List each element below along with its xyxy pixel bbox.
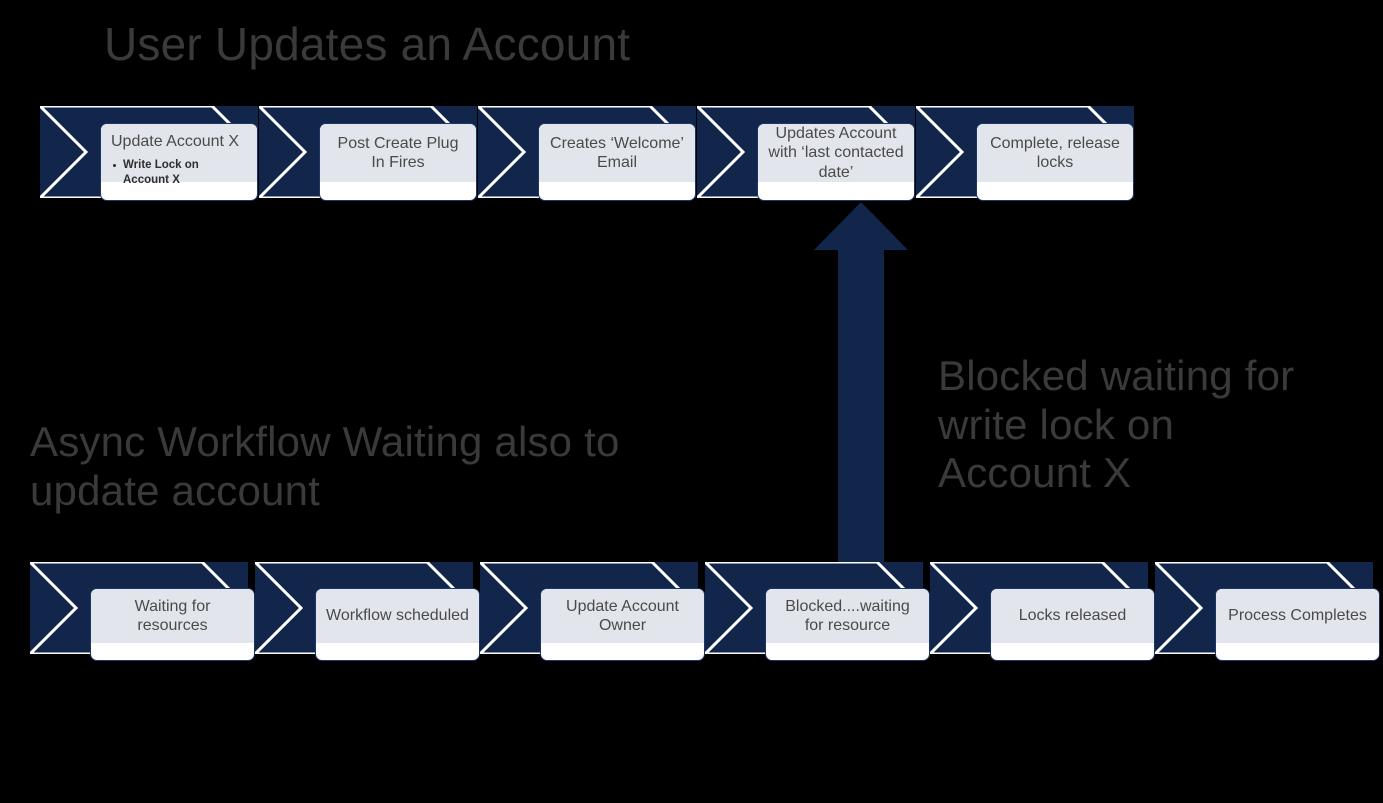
step-card[interactable]: Workflow scheduled bbox=[315, 588, 480, 661]
step-card[interactable]: Post Create Plug In Fires bbox=[319, 123, 477, 201]
step-bullet-list: Write Lock on Account X bbox=[111, 158, 247, 188]
step-label: Post Create Plug In Fires bbox=[337, 134, 459, 171]
inner-chevron-shape bbox=[758, 124, 914, 182]
step-label: Creates ‘Welcome’ Email bbox=[550, 134, 684, 171]
step-label: Updates Account with ‘last contacted dat… bbox=[768, 125, 904, 181]
step-card[interactable]: Updates Account with ‘last contacted dat… bbox=[757, 123, 915, 201]
step-text-block: Update Account Owner bbox=[541, 589, 704, 643]
step-label: Complete, release locks bbox=[990, 134, 1120, 171]
step-text-block: Updates Account with ‘last contacted dat… bbox=[758, 124, 914, 182]
step-label: Waiting for resources bbox=[134, 597, 211, 634]
inner-chevron-shape bbox=[316, 589, 479, 643]
step-text-block: Waiting for resources bbox=[91, 589, 254, 643]
step-card[interactable]: Waiting for resources bbox=[90, 588, 255, 661]
inner-chevron-shape bbox=[1216, 589, 1379, 643]
step-card[interactable]: Update Account Owner bbox=[540, 588, 705, 661]
blocking-arrow-icon bbox=[814, 202, 908, 569]
inner-chevron-shape bbox=[91, 589, 254, 643]
step-label: Locks released bbox=[1018, 607, 1127, 625]
step-text-block: Workflow scheduled bbox=[316, 589, 479, 643]
blocked-annotation-label: Blocked waiting for write lock on Accoun… bbox=[938, 352, 1295, 497]
step-card[interactable]: Complete, release locks bbox=[976, 123, 1134, 201]
page-title: User Updates an Account bbox=[104, 18, 631, 70]
step-label: Update Account Owner bbox=[566, 597, 679, 634]
step-label: Workflow scheduled bbox=[326, 607, 469, 625]
step-label: Update Account X bbox=[111, 133, 240, 150]
step-text-block: Process Completes bbox=[1216, 589, 1379, 643]
step-text-block: Creates ‘Welcome’ Email bbox=[539, 124, 695, 182]
step-text-block: Blocked....waiting for resource bbox=[766, 589, 929, 643]
step-text-block: Post Create Plug In Fires bbox=[320, 124, 476, 182]
inner-chevron-shape bbox=[320, 124, 476, 182]
step-label: Blocked....waiting for resource bbox=[785, 597, 910, 634]
step-text-block: Complete, release locks bbox=[977, 124, 1133, 182]
step-card[interactable]: Blocked....waiting for resource bbox=[765, 588, 930, 661]
inner-chevron-shape bbox=[977, 124, 1133, 182]
step-card[interactable]: Locks released bbox=[990, 588, 1155, 661]
inner-chevron-shape bbox=[539, 124, 695, 182]
async-workflow-label: Async Workflow Waiting also to update ac… bbox=[30, 418, 620, 514]
inner-chevron-shape bbox=[541, 589, 704, 643]
step-card[interactable]: Creates ‘Welcome’ Email bbox=[538, 123, 696, 201]
step-text-block: Locks released bbox=[991, 589, 1154, 643]
inner-chevron-shape bbox=[766, 589, 929, 643]
step-text-block: Update Account X Write Lock on Account X bbox=[101, 124, 257, 186]
step-label: Process Completes bbox=[1228, 607, 1367, 625]
step-card[interactable]: Process Completes bbox=[1215, 588, 1380, 661]
step-bullet-item: Write Lock on Account X bbox=[111, 158, 247, 188]
step-card[interactable]: Update Account X Write Lock on Account X bbox=[100, 123, 258, 201]
inner-chevron-shape bbox=[101, 124, 257, 182]
inner-chevron-shape bbox=[991, 589, 1154, 643]
